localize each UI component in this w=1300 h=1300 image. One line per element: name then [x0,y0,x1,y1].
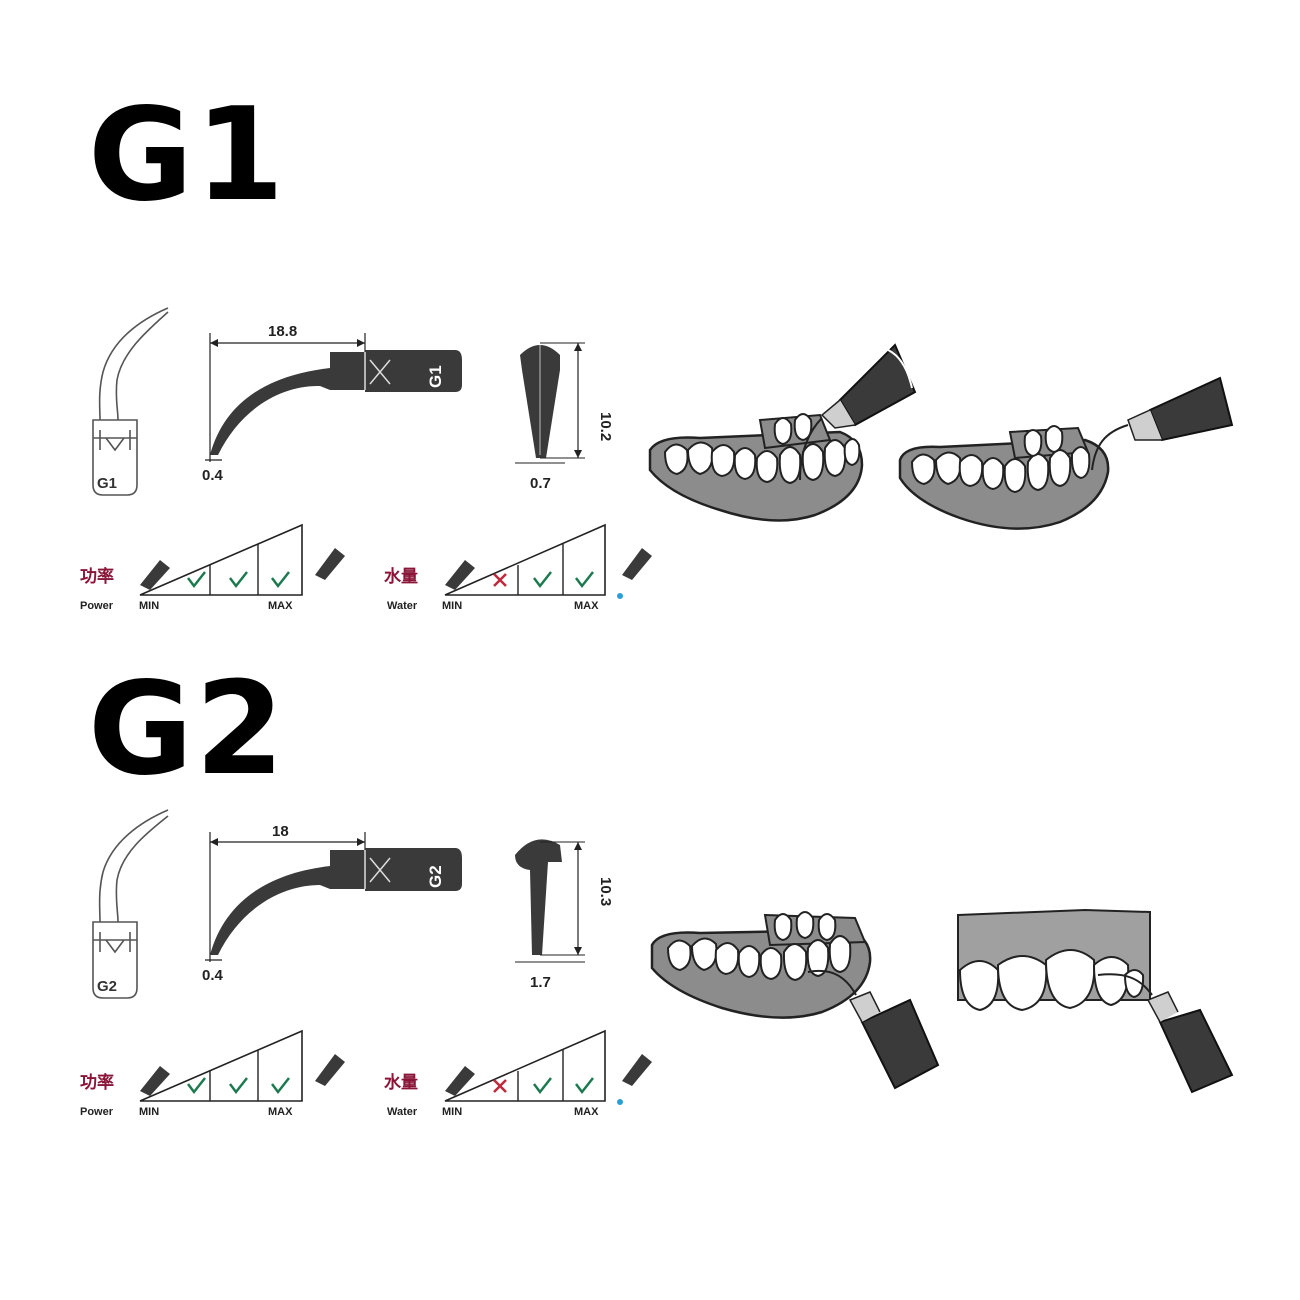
power-marks-g1 [187,571,290,589]
tip-engraving-g1: G1 [426,365,445,388]
tip-outline-label-g1: G1 [97,475,117,492]
height-dimension-g1: 10.2 [597,412,614,441]
power-gauge-g2 [139,1029,345,1102]
length-dimension-g1: 18.8 [268,323,297,340]
scaler-tip-outline-g1 [92,307,169,496]
power-label-en-g2: Power [80,1106,114,1118]
water-gauge-g2 [444,1029,652,1105]
water-label-cn-g1: 水量 [384,566,418,587]
cross-icon [493,1079,507,1093]
power-max-label-g1: MAX [268,600,293,612]
dental-arch-icon [650,911,872,1019]
power-marks-g2 [187,1077,290,1095]
checkmark-icon [271,1077,290,1095]
power-min-label-g1: MIN [139,600,159,612]
scaler-tip-outline-g2 [92,809,169,999]
water-marks-g1 [493,571,594,589]
tip-front-profile-g2 [515,839,585,963]
section-g2-diagram: G2 18 0.4 G2 10.3 1.7 [80,809,1234,1118]
water-max-label-g1: MAX [574,600,599,612]
handpiece-icon [1097,973,1234,1094]
tip-thickness-dimension-g1: 0.7 [530,475,551,492]
handpiece-icon [799,343,917,481]
dental-arch-icon [648,413,864,522]
tip-width-dimension-g2: 0.4 [202,967,224,984]
checkmark-icon [187,1077,206,1095]
water-gauge-g1 [444,523,652,599]
section-g1-diagram: G1 18.8 0.4 G1 10.2 0.7 [80,307,1234,612]
checkmark-icon [271,571,290,589]
checkmark-icon [575,571,594,589]
water-min-label-g1: MIN [442,600,462,612]
water-drop-icon [617,593,623,599]
section-title-g2: G2 [88,655,287,804]
checkmark-icon [575,1077,594,1095]
power-max-label-g2: MAX [268,1106,293,1118]
water-label-en-g1: Water [387,600,418,612]
section-title-g1: G1 [88,81,287,230]
height-dimension-g2: 10.3 [597,877,614,906]
length-dimension-g2: 18 [272,823,289,840]
tip-width-dimension-g1: 0.4 [202,467,224,484]
power-label-cn-g1: 功率 [80,566,114,587]
handpiece-icon [1091,376,1234,471]
power-label-cn-g2: 功率 [80,1072,114,1093]
tip-engraving-g2: G2 [426,865,445,888]
checkmark-icon [229,1077,248,1095]
power-label-en-g1: Power [80,600,114,612]
tip-front-profile-g1 [515,342,585,464]
tip-outline-label-g2: G2 [97,978,117,995]
handpiece-icon [807,970,940,1090]
checkmark-icon [229,571,248,589]
water-max-label-g2: MAX [574,1106,599,1118]
water-label-en-g2: Water [387,1106,418,1118]
checkmark-icon [533,1077,552,1095]
dental-arch-icon [898,425,1110,530]
water-drop-icon [617,1099,623,1105]
checkmark-icon [187,571,206,589]
water-label-cn-g2: 水量 [384,1072,418,1093]
water-marks-g2 [493,1077,594,1095]
cross-icon [493,573,507,587]
tip-thickness-dimension-g2: 1.7 [530,974,551,991]
power-min-label-g2: MIN [139,1106,159,1118]
water-min-label-g2: MIN [442,1106,462,1118]
power-gauge-g1 [139,523,345,596]
checkmark-icon [533,571,552,589]
tip-side-profile-g2 [205,832,462,962]
tip-side-profile-g1 [205,333,462,462]
front-teeth-illustration [957,908,1151,1012]
